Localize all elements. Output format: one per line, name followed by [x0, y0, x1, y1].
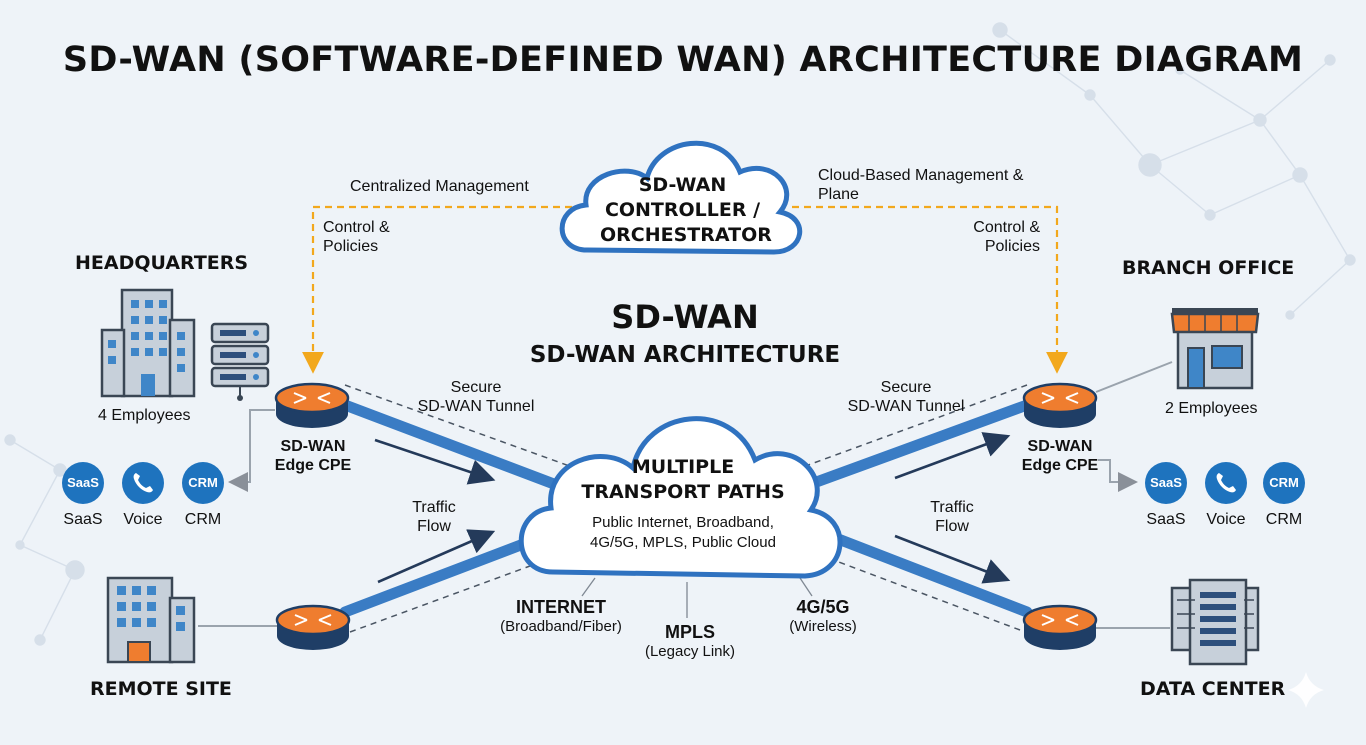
- center-subheading: SD-WAN ARCHITECTURE: [529, 342, 841, 368]
- transport-desc-line: Public Internet, Broadband,: [592, 514, 774, 531]
- wireless-title: 4G/5G: [796, 597, 850, 617]
- app-label-crm: CRM: [184, 511, 222, 528]
- traffic-flow-left-label: Traffic Flow: [398, 498, 470, 536]
- control-policies-line: Policies: [984, 238, 1040, 255]
- server-stack-icon: [210, 322, 270, 401]
- transport-cloud-description: Public Internet, Broadband, 4G/5G, MPLS,…: [563, 513, 803, 553]
- management-dashed-lines: [302, 205, 1068, 374]
- transport-cloud: [518, 416, 843, 579]
- saas-icon: SaaS: [1145, 462, 1187, 504]
- tunnel-line: Secure: [450, 379, 502, 396]
- remote-site-building-icon: [106, 576, 196, 664]
- crm-icon: CRM: [1263, 462, 1305, 504]
- secure-tunnel-left-label: Secure SD-WAN Tunnel: [412, 378, 540, 416]
- traffic-flow-line: Traffic: [412, 499, 456, 516]
- router-icon: [274, 382, 350, 428]
- transport-title-line: MULTIPLE: [631, 456, 735, 478]
- remote-site-title: REMOTE SITE: [90, 678, 232, 700]
- headquarters-employees: 4 Employees: [98, 407, 191, 424]
- app-label-saas: SaaS: [63, 511, 103, 528]
- apps-left: SaaS CRM SaaS Voice CRM: [62, 462, 242, 532]
- saas-icon: SaaS: [62, 462, 104, 504]
- router-icon: [1022, 382, 1098, 428]
- edge-cpe-line: SD-WAN: [280, 438, 346, 455]
- edge-cpe-line: Edge CPE: [274, 457, 352, 474]
- controller-label: SD-WAN CONTROLLER / ORCHESTRATOR: [600, 173, 772, 248]
- phone-icon: [1205, 462, 1247, 504]
- control-policies-line: Policies: [323, 238, 379, 255]
- control-policies-right: Control & Policies: [962, 218, 1040, 256]
- traffic-flow-line: Flow: [417, 518, 451, 535]
- mpls-title: MPLS: [664, 622, 715, 642]
- cloud-management-line: Cloud-Based Management &: [818, 167, 1024, 184]
- app-label-voice: Voice: [123, 511, 163, 528]
- crm-icon: CRM: [182, 462, 224, 504]
- router-icon: [275, 604, 351, 650]
- mpls-subtitle: (Legacy Link): [644, 643, 736, 660]
- controller-label-line: ORCHESTRATOR: [600, 224, 772, 246]
- transport-cloud-title: MULTIPLE TRANSPORT PATHS: [563, 455, 803, 505]
- wireless-subtitle: (Wireless): [789, 618, 857, 635]
- data-center-rack-icon: [1170, 578, 1260, 666]
- cloud-management-note: Cloud-Based Management & Plane: [818, 166, 1023, 204]
- app-label-crm: CRM: [1265, 511, 1303, 528]
- transport-title-line: TRANSPORT PATHS: [581, 481, 785, 503]
- edge-cpe-left-label: SD-WAN Edge CPE: [268, 437, 358, 475]
- link-leader-lines: [581, 577, 813, 618]
- internet-link-label: INTERNET (Broadband/Fiber): [486, 597, 636, 636]
- cloud-management-line: Plane: [818, 186, 859, 203]
- headquarters-building-icon: [100, 288, 196, 398]
- background-network-decoration: [4, 22, 1356, 646]
- branch-employees: 2 Employees: [1165, 400, 1258, 417]
- branch-shop-icon: [1170, 308, 1260, 390]
- traffic-flow-line: Flow: [935, 518, 969, 535]
- site-connectors: [198, 361, 1173, 629]
- tunnel-line: SD-WAN Tunnel: [847, 398, 965, 415]
- secure-tunnel-right-label: Secure SD-WAN Tunnel: [842, 378, 970, 416]
- tunnel-dashed-lines: [344, 384, 1028, 633]
- center-heading: SD-WAN: [611, 298, 759, 336]
- edge-cpe-right-label: SD-WAN Edge CPE: [1015, 437, 1105, 475]
- branch-office-title: BRANCH OFFICE: [1122, 257, 1295, 279]
- control-policies-line: Control &: [323, 219, 390, 236]
- apps-right: SaaS CRM SaaS Voice CRM: [1145, 462, 1325, 532]
- diagram-title: SD-WAN (SOFTWARE-DEFINED WAN) ARCHITECTU…: [62, 40, 1304, 80]
- data-center-title: DATA CENTER: [1140, 678, 1286, 700]
- controller-label-line: SD-WAN: [638, 174, 727, 196]
- traffic-flow-line: Traffic: [930, 499, 974, 516]
- wireless-link-label: 4G/5G (Wireless): [768, 597, 878, 636]
- controller-cloud: [559, 140, 802, 255]
- transport-links: [339, 399, 1033, 618]
- controller-label-line: CONTROLLER /: [604, 199, 761, 221]
- edge-cpe-line: Edge CPE: [1021, 457, 1099, 474]
- headquarters-title: HEADQUARTERS: [75, 252, 249, 274]
- control-policies-line: Control &: [973, 219, 1040, 236]
- traffic-arrows: [374, 432, 1011, 584]
- centralized-management-note: Centralized Management: [350, 178, 529, 195]
- app-label-voice: Voice: [1206, 511, 1246, 528]
- control-policies-left: Control & Policies: [323, 218, 390, 256]
- mpls-link-label: MPLS (Legacy Link): [630, 622, 750, 661]
- internet-title: INTERNET: [516, 597, 606, 617]
- tunnel-line: SD-WAN Tunnel: [417, 398, 535, 415]
- app-label-saas: SaaS: [1146, 511, 1186, 528]
- router-icon: [1022, 604, 1098, 650]
- traffic-flow-right-label: Traffic Flow: [916, 498, 988, 536]
- transport-desc-line: 4G/5G, MPLS, Public Cloud: [590, 534, 776, 551]
- tunnel-line: Secure: [880, 379, 932, 396]
- phone-icon: [122, 462, 164, 504]
- edge-cpe-line: SD-WAN: [1027, 438, 1093, 455]
- internet-subtitle: (Broadband/Fiber): [500, 618, 622, 635]
- sparkle-icon: [1288, 672, 1324, 708]
